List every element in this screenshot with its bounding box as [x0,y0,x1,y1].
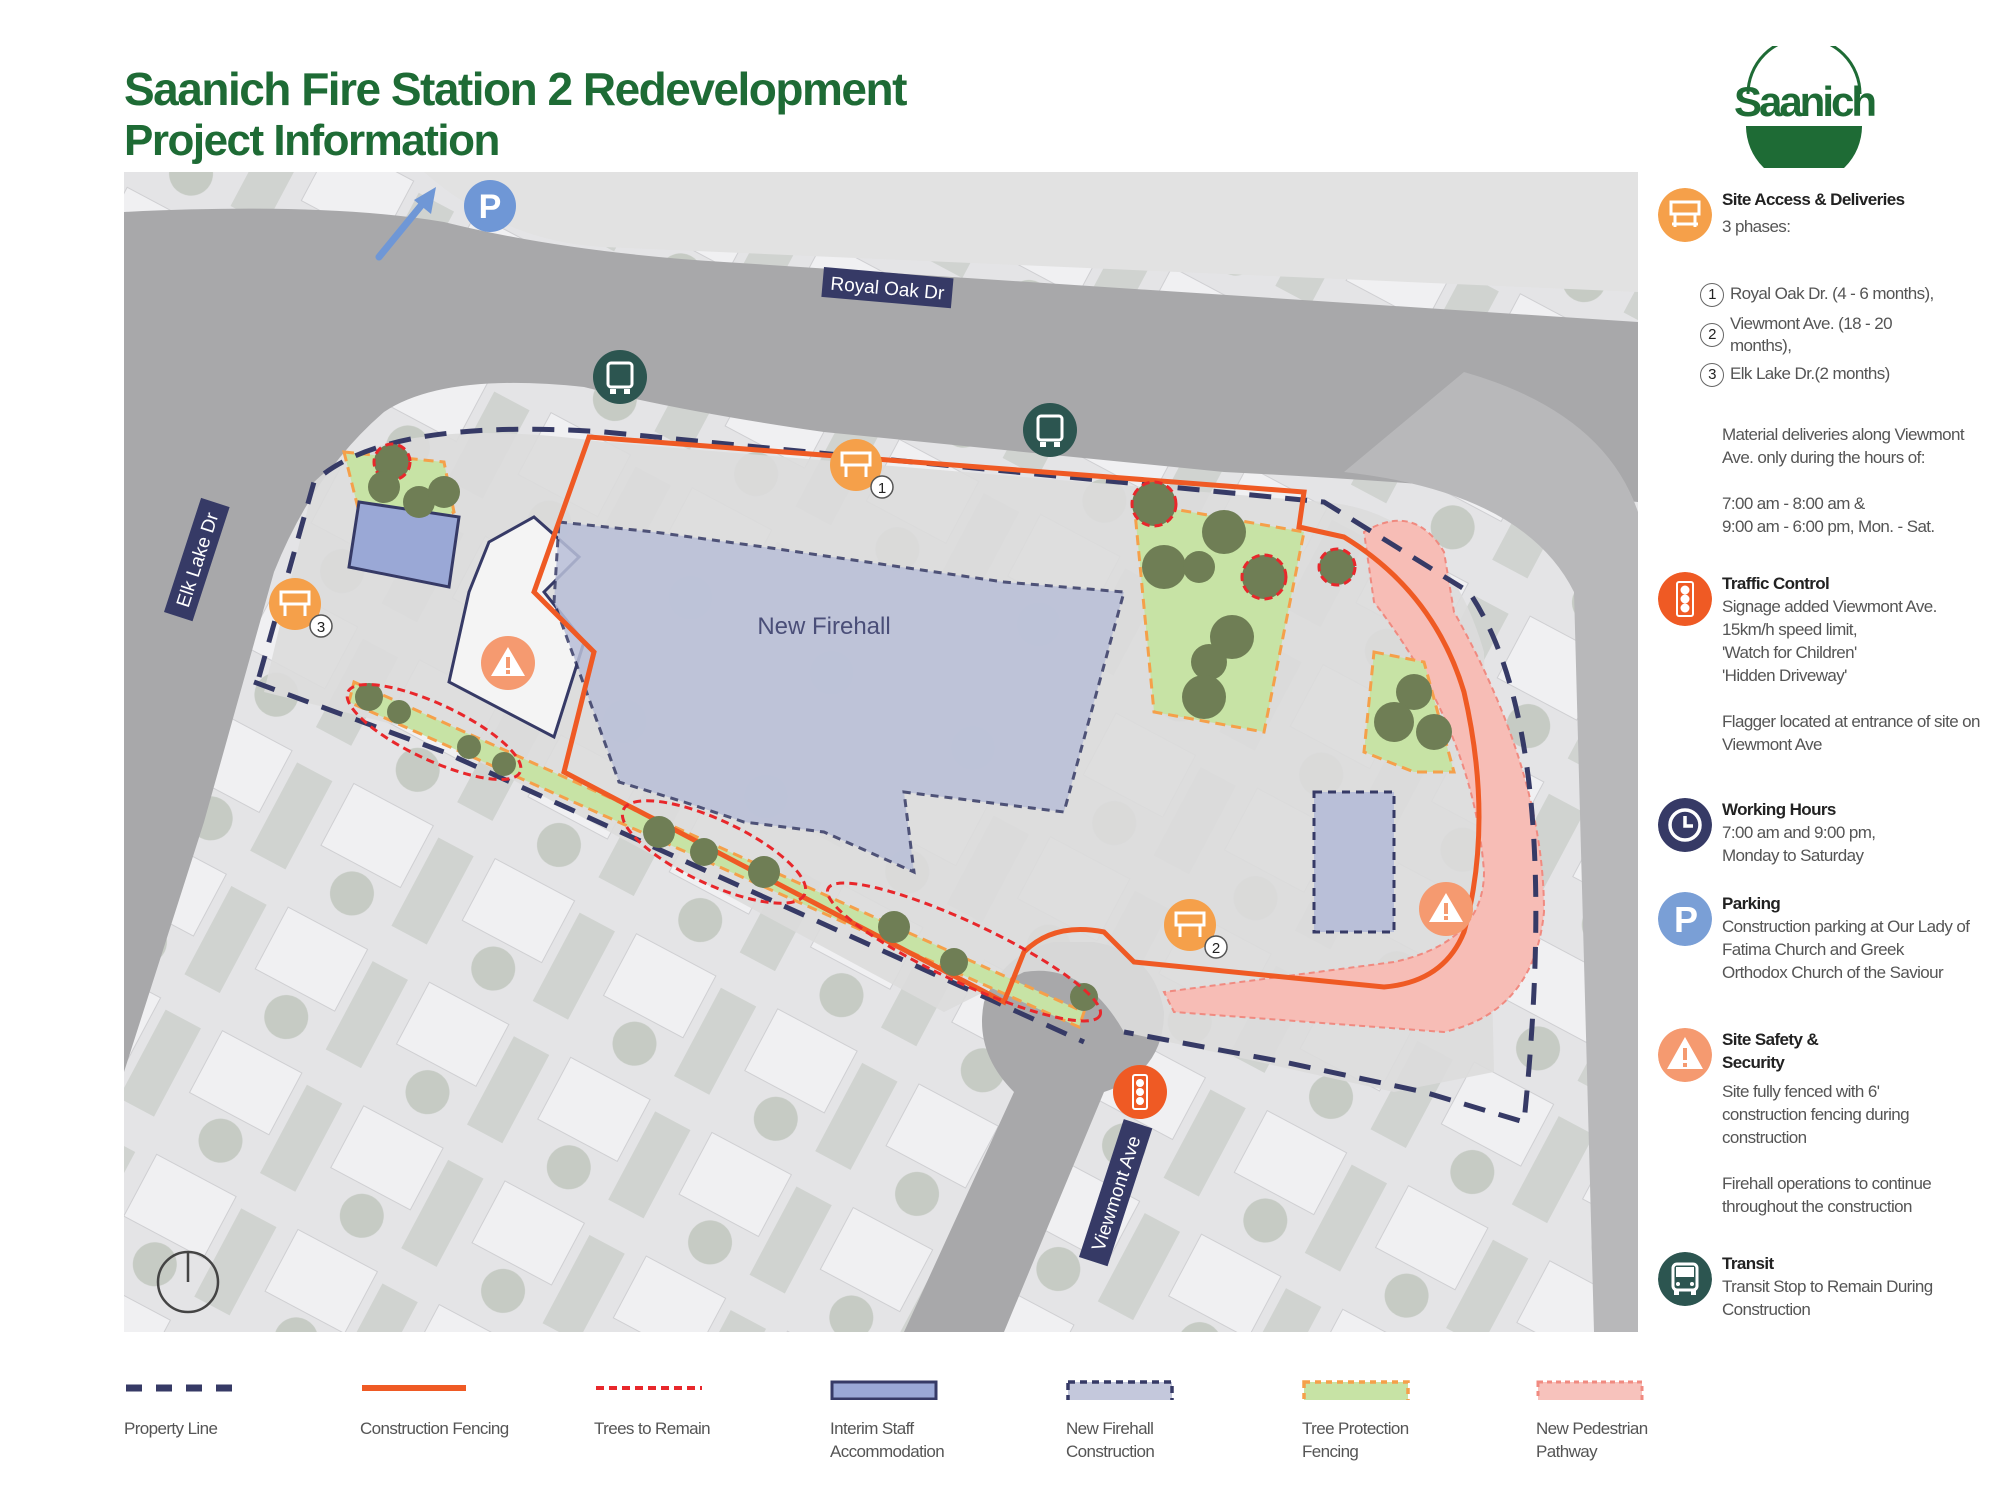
saanich-logo: Saanich [1734,46,1878,168]
phase-text: Royal Oak Dr. (4 - 6 months), [1730,284,1934,303]
north-arrow-icon [156,1250,220,1314]
logo-text: Saanich [1734,78,1875,125]
new-firehall-annex [1312,790,1396,934]
site-safety-text: Site fully fenced with 6' construction f… [1722,1082,1910,1147]
legend-item-pedestrian-pathway: New Pedestrian Pathway [1536,1380,1696,1463]
legend-label: New Pedestrian Pathway [1536,1419,1648,1461]
legend-item-interim-staff: Interim Staff Accommodation [830,1380,990,1463]
parking-icon: P [1658,892,1712,946]
site-safety-title: Site Safety & Security [1722,1030,1819,1072]
transit-stop-marker[interactable] [1023,403,1077,457]
interim-staff-swatch [830,1380,938,1401]
working-hours-title: Working Hours [1722,800,1836,819]
pedestrian-pathway-swatch [1536,1380,1644,1404]
site-safety-marker[interactable] [481,636,535,690]
parking-title: Parking [1722,894,1781,913]
royal-oak-label: Royal Oak Dr [821,267,954,309]
east-road [1344,372,1638,1332]
new-firehall-label: New Firehall [757,613,890,640]
royal-oak-road [124,208,1638,502]
trees-to-remain [345,442,1452,1023]
legend-label: New Firehall Construction [1066,1419,1155,1461]
phase-item: 1 Royal Oak Dr. (4 - 6 months), [1700,283,1990,307]
phase-text: Elk Lake Dr.(2 months) [1730,364,1890,383]
parking-text: Construction parking at Our Lady of Fati… [1722,917,1970,982]
svg-text:1: 1 [878,480,886,497]
legend-label: Trees to Remain [594,1419,711,1438]
site-access-marker-2[interactable]: 2 [1164,899,1228,959]
svg-text:2: 2 [1212,940,1220,957]
legend-item-trees-to-remain: Trees to Remain [594,1380,754,1440]
traffic-light-icon [1658,572,1712,626]
svg-text:P: P [1674,899,1698,940]
phase-text: Viewmont Ave. (18 - 20 months), [1730,314,1893,355]
transit-title: Transit [1722,1254,1774,1273]
phase-list: 1 Royal Oak Dr. (4 - 6 months), 2 Viewmo… [1700,283,1990,393]
construction-fencing-swatch [362,1385,466,1391]
phase-number: 3 [1700,363,1724,387]
site-access-marker-1[interactable]: 1 [830,439,894,499]
flagger-text: Flagger located at entrance of site on V… [1722,712,1980,754]
traffic-speed-text: 15km/h speed limit, [1722,620,1858,639]
legend-item-tree-protection: Tree Protection Fencing [1302,1380,1462,1463]
legend-label: Construction Fencing [360,1419,509,1438]
delivery-hours-1: 7:00 am - 8:00 am & [1722,494,1865,513]
barricade-icon [1658,188,1712,242]
site-access-marker-3[interactable]: 3 [269,578,333,638]
transit-stop-marker[interactable] [593,350,647,404]
legend-item-construction-fencing: Construction Fencing [360,1380,520,1440]
trees-to-remain-swatch [596,1386,702,1390]
viewmont-road [904,942,1164,1332]
delivery-hours-2: 9:00 am - 6:00 pm, Mon. - Sat. [1722,517,1935,536]
clock-icon [1658,798,1712,852]
legend-item-property-line: Property Line [124,1380,284,1440]
transit-text: Transit Stop to Remain During Constructi… [1722,1277,1933,1319]
svg-text:P: P [479,188,502,226]
tree-protection-swatch [1302,1380,1410,1404]
svg-text:3: 3 [317,619,325,636]
warning-icon [1658,1028,1712,1082]
traffic-driveway-text: 'Hidden Driveway' [1722,666,1847,685]
firehall-operations-text: Firehall operations to continue througho… [1722,1174,1932,1216]
legend-label: Interim Staff Accommodation [830,1419,945,1461]
phase-number: 2 [1700,323,1724,347]
deliveries-text: Material deliveries along Viewmont Ave. … [1722,425,1965,467]
parking-marker[interactable]: P [464,180,516,232]
legend-label: Tree Protection Fencing [1302,1419,1409,1461]
new-firehall-swatch [1066,1380,1174,1404]
traffic-children-text: 'Watch for Children' [1722,643,1857,662]
map-legend: Property Line Construction Fencing Trees… [0,1380,2000,1480]
phase-item: 2 Viewmont Ave. (18 - 20 months), [1700,313,1990,357]
site-map[interactable]: New Firehall [124,172,1638,1332]
legend-label: Property Line [124,1419,218,1438]
property-line-swatch [126,1384,232,1392]
traffic-control-marker[interactable] [1113,1065,1167,1119]
parking-direction-arrow [375,187,436,261]
page-subtitle: Project Information [124,116,500,165]
working-hours-time: 7:00 am and 9:00 pm, [1722,823,1876,842]
phase-item: 3 Elk Lake Dr.(2 months) [1700,363,1990,387]
site-access-title: Site Access & Deliveries [1722,190,1905,209]
legend-item-new-firehall: New Firehall Construction [1066,1380,1226,1463]
new-firehall-footprint [552,520,1126,875]
site-map-canvas: New Firehall [124,172,1638,1332]
site-access-intro: 3 phases: [1722,217,1791,236]
traffic-signage-text: Signage added Viewmont Ave. [1722,597,1937,616]
phase-number: 1 [1700,283,1724,307]
working-hours-days: Monday to Saturday [1722,846,1864,865]
site-safety-marker[interactable] [1419,882,1473,936]
traffic-control-title: Traffic Control [1722,574,1830,593]
bus-icon [1658,1252,1712,1306]
page-title: Saanich Fire Station 2 Redevelopment [124,63,907,115]
